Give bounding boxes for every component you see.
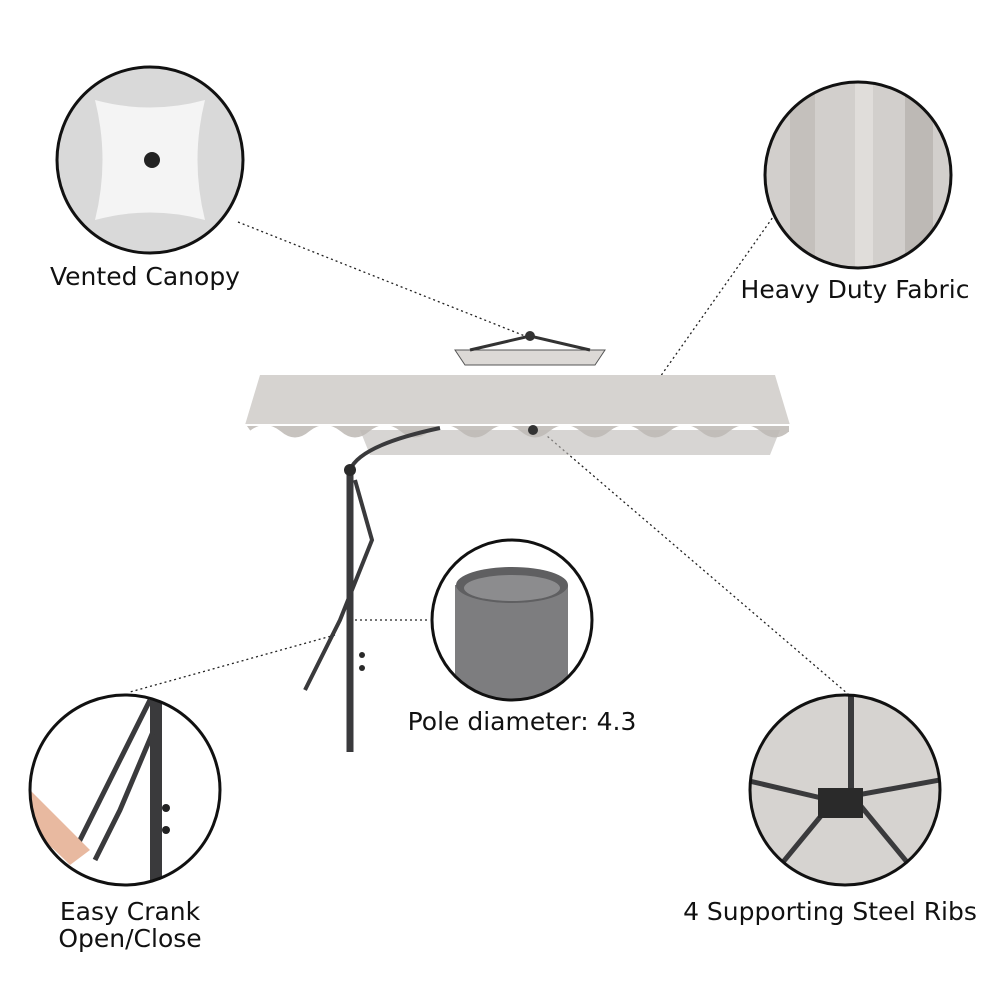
fabric-detail [763,80,953,270]
pole-detail [430,538,594,702]
umbrella [243,331,791,752]
label-open-close: Open/Close [58,924,201,953]
label-pole-diameter: Pole diameter: 4.3 [408,707,637,736]
label-steel-ribs: 4 Supporting Steel Ribs [683,897,977,926]
label-vented-canopy: Vented Canopy [50,262,240,291]
vented-canopy-detail [55,65,245,255]
leader-lines [129,209,856,701]
label-heavy-duty-fabric: Heavy Duty Fabric [741,275,970,304]
crank-detail [28,693,222,887]
label-easy-crank: Easy Crank [60,897,201,926]
steel-ribs-detail [748,693,942,887]
